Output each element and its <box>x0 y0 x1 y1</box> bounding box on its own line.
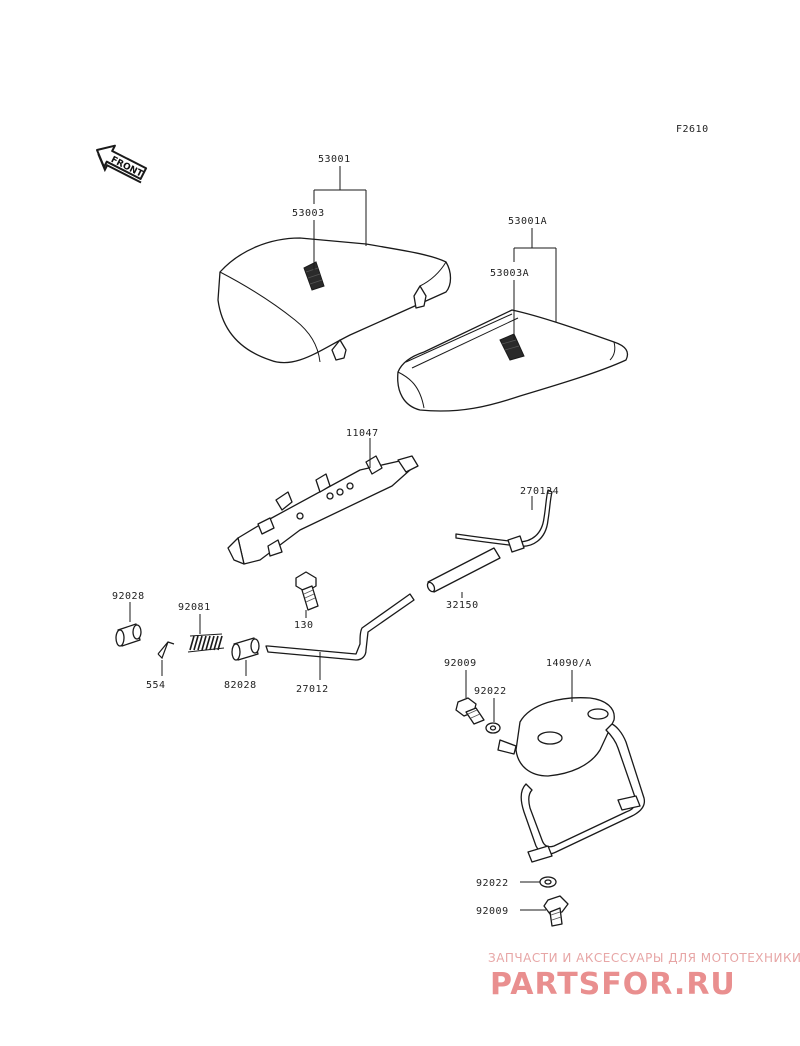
label-32150: 32150 <box>446 600 479 611</box>
label-130: 130 <box>294 620 314 631</box>
watermark-brand: PARTSFOR.RU <box>490 967 736 1002</box>
front-arrow-icon: FRONT <box>96 144 148 184</box>
label-92028: 92028 <box>112 591 145 602</box>
pin-554 <box>157 641 175 660</box>
watermark: ЗАПЧАСТИ И АКСЕССУАРЫ ДЛЯ МОТОТЕХНИКИ PA… <box>488 951 800 1002</box>
screw-92009-bottom <box>543 895 569 927</box>
collar-82028 <box>231 637 260 661</box>
helmet-lock <box>497 697 646 863</box>
washer-92022-top <box>485 722 501 734</box>
front-seat <box>217 237 452 364</box>
label-92009-top: 92009 <box>444 658 477 669</box>
label-82028: 82028 <box>224 680 257 691</box>
label-27012: 27012 <box>296 684 329 695</box>
rear-seat <box>397 309 629 412</box>
figure-code: F2610 <box>676 124 709 135</box>
bolt-130 <box>295 571 319 611</box>
label-554: 554 <box>146 680 166 691</box>
watermark-tagline: ЗАПЧАСТИ И АКСЕССУАРЫ ДЛЯ МОТОТЕХНИКИ <box>488 951 800 965</box>
screw-92009-top <box>455 697 485 725</box>
label-92009-bottom: 92009 <box>476 906 509 917</box>
label-270124: 270124 <box>520 486 559 497</box>
leader-lines <box>129 166 573 911</box>
label-14090A: 14090/A <box>546 658 592 669</box>
label-11047: 11047 <box>346 428 379 439</box>
collar-92028 <box>115 623 142 647</box>
label-92081: 92081 <box>178 602 211 613</box>
spring-92081 <box>187 633 225 653</box>
part-labels: 53001 53003 53001A 53003A 11047 270124 3… <box>112 154 592 917</box>
label-53003A: 53003A <box>490 268 529 279</box>
cable-270124 <box>455 489 553 553</box>
washer-92022-bottom <box>539 876 557 888</box>
label-92022-top: 92022 <box>474 686 507 697</box>
label-53003: 53003 <box>292 208 325 219</box>
tube-32150 <box>426 547 501 593</box>
label-92022-bottom: 92022 <box>476 878 509 889</box>
label-53001: 53001 <box>318 154 351 165</box>
label-53001A: 53001A <box>508 216 547 227</box>
rod-27012 <box>265 593 415 661</box>
seat-bracket <box>227 455 419 565</box>
